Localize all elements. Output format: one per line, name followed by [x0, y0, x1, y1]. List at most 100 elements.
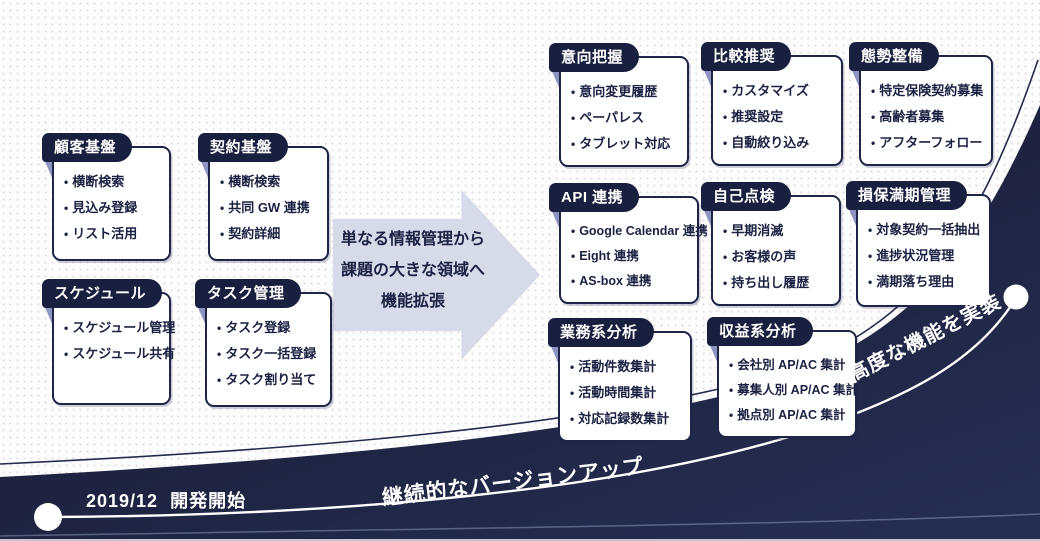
feature-box-compliance-readiness: 特定保険契約募集 高齢者募集 アフターフォロー 態勢整備	[849, 42, 993, 166]
timeline-curve	[47, 297, 1018, 519]
feature-tab-customer-base: 顧客基盤	[42, 133, 133, 162]
feature-item: ペーパレス	[571, 105, 679, 131]
feature-item: 対象契約一括抽出	[868, 217, 981, 243]
feature-panel: 早期消滅 お客様の声 持ち出し履歴	[711, 195, 841, 306]
feature-box-nonlife-maturity-management: 対象契約一括抽出 進捗状況管理 満期落ち理由 損保満期管理	[846, 181, 991, 307]
feature-box-customer-base: 横断検索 見込み登録 リスト活用 顧客基盤	[42, 133, 171, 261]
feature-tab-schedule: スケジュール	[42, 279, 162, 308]
feature-item: タスク登録	[217, 315, 322, 341]
fold-decoration	[848, 207, 857, 228]
feature-box-self-inspection: 早期消滅 お客様の声 持ち出し履歴 自己点検	[701, 182, 841, 306]
feature-item: 募集人別 AP/AC 集計	[729, 378, 858, 403]
feature-item: 拠点別 AP/AC 集計	[729, 403, 847, 428]
arrow-line-1: 単なる情報管理から	[340, 231, 485, 248]
fold-decoration	[703, 208, 712, 229]
bottom-accent-curve	[0, 513, 1040, 537]
feature-box-task-management: タスク登録 タスク一括登録 タスク割り当て タスク管理	[195, 279, 332, 407]
feature-item-list: 早期消滅 お客様の声 持ち出し履歴	[723, 218, 831, 296]
feature-item: 活動時間集計	[570, 380, 682, 406]
feature-item: お客様の声	[723, 244, 831, 270]
feature-box-operations-analysis: 活動件数集計 活動時間集計 対応記録数集計 業務系分析	[548, 318, 692, 442]
feature-item-list: スケジュール管理 スケジュール共有	[64, 315, 175, 367]
feature-panel: 会社別 AP/AC 集計 募集人別 AP/AC 集計 拠点別 AP/AC 集計	[717, 330, 858, 438]
feature-box-contract-base: 横断検索 共同 GW 連携 契約詳細 契約基盤	[198, 133, 329, 261]
feature-item: 自動絞り込み	[723, 130, 833, 156]
feature-box-intent-tracking: 意向変更履歴 ペーパレス タブレット対応 意向把握	[549, 43, 689, 167]
feature-panel: タスク登録 タスク一括登録 タスク割り当て	[205, 292, 332, 407]
feature-item-list: 横断検索 共同 GW 連携 契約詳細	[220, 169, 319, 247]
feature-item: 特定保険契約募集	[871, 78, 983, 104]
feature-tab-contract-base: 契約基盤	[198, 133, 289, 162]
feature-tab-nonlife-maturity-management: 損保満期管理	[846, 181, 968, 210]
feature-panel: 横断検索 見込み登録 リスト活用	[52, 146, 171, 261]
feature-panel: スケジュール管理 スケジュール共有	[52, 292, 175, 405]
feature-item: カスタマイズ	[723, 78, 833, 104]
feature-tab-operations-analysis: 業務系分析	[548, 318, 654, 347]
feature-item-list: 活動件数集計 活動時間集計 対応記録数集計	[570, 354, 682, 432]
bottom-edge-strip	[0, 539, 1040, 541]
feature-panel: Google Calendar 連携 Eight 連携 AS-box 連携	[559, 196, 708, 304]
feature-tab-api-integration: API 連携	[549, 183, 640, 212]
feature-tab-task-management: タスク管理	[195, 279, 301, 308]
feature-item: 持ち出し履歴	[723, 270, 831, 296]
feature-item: タスク割り当て	[217, 367, 322, 393]
feature-panel: 活動件数集計 活動時間集計 対応記録数集計	[558, 331, 692, 442]
feature-tab-self-inspection: 自己点検	[701, 182, 792, 211]
feature-panel: カスタマイズ 推奨設定 自動絞り込み	[711, 55, 843, 166]
feature-item: 意向変更履歴	[571, 79, 679, 105]
feature-tab-intent-tracking: 意向把握	[549, 43, 640, 72]
fold-decoration	[703, 68, 712, 89]
feature-item: アフターフォロー	[871, 130, 983, 156]
fold-decoration	[851, 68, 860, 89]
feature-item: 推奨設定	[723, 104, 833, 130]
feature-panel: 対象契約一括抽出 進捗状況管理 満期落ち理由	[856, 194, 991, 307]
feature-item: 進捗状況管理	[868, 243, 981, 269]
feature-tab-revenue-analysis: 収益系分析	[707, 317, 813, 346]
feature-item-list: 会社別 AP/AC 集計 募集人別 AP/AC 集計 拠点別 AP/AC 集計	[729, 353, 858, 428]
feature-box-schedule: スケジュール管理 スケジュール共有 スケジュール	[42, 279, 175, 405]
feature-item: Eight 連携	[571, 244, 689, 269]
feature-item: 共同 GW 連携	[220, 195, 319, 221]
feature-item-list: Google Calendar 連携 Eight 連携 AS-box 連携	[571, 219, 708, 294]
feature-item: 横断検索	[64, 169, 161, 195]
fold-decoration	[709, 343, 718, 364]
feature-panel: 特定保険契約募集 高齢者募集 アフターフォロー	[859, 55, 993, 166]
fold-decoration	[551, 209, 560, 230]
feature-item: 見込み登録	[64, 195, 161, 221]
feature-item: 高齢者募集	[871, 104, 983, 130]
fold-decoration	[44, 159, 53, 180]
timeline-start-dot	[34, 503, 62, 531]
feature-item: 活動件数集計	[570, 354, 682, 380]
arrow-line-3: 機能拡張	[380, 293, 445, 311]
expansion-arrow-text: 単なる情報管理から 課題の大きな領域へ 機能拡張	[336, 224, 490, 318]
timeline-end-dot	[1003, 284, 1029, 310]
feature-box-comparison-recommendation: カスタマイズ 推奨設定 自動絞り込み 比較推奨	[701, 42, 843, 166]
feature-box-api-integration: Google Calendar 連携 Eight 連携 AS-box 連携 AP…	[549, 183, 708, 304]
feature-item-list: 特定保険契約募集 高齢者募集 アフターフォロー	[871, 78, 983, 156]
fold-decoration	[197, 305, 206, 326]
arrow-line-2: 課題の大きな領域へ	[340, 262, 485, 280]
feature-box-revenue-analysis: 会社別 AP/AC 集計 募集人別 AP/AC 集計 拠点別 AP/AC 集計 …	[707, 317, 858, 438]
feature-item-list: カスタマイズ 推奨設定 自動絞り込み	[723, 78, 833, 156]
feature-item: 契約詳細	[220, 221, 319, 247]
feature-tab-compliance-readiness: 態勢整備	[849, 42, 940, 71]
feature-item: 横断検索	[220, 169, 319, 195]
feature-item: 対応記録数集計	[570, 406, 682, 432]
feature-item-list: タスク登録 タスク一括登録 タスク割り当て	[217, 315, 322, 393]
feature-item-list: 横断検索 見込み登録 リスト活用	[64, 169, 161, 247]
feature-item-list: 対象契約一括抽出 進捗状況管理 満期落ち理由	[868, 217, 981, 295]
feature-item: スケジュール管理	[64, 315, 175, 341]
fold-decoration	[200, 159, 209, 180]
feature-item: 早期消滅	[723, 218, 831, 244]
feature-item: リスト活用	[64, 221, 161, 247]
feature-tab-comparison-recommendation: 比較推奨	[701, 42, 792, 71]
feature-item-list: 意向変更履歴 ペーパレス タブレット対応	[571, 79, 679, 157]
feature-item: 満期落ち理由	[868, 269, 981, 295]
feature-item: AS-box 連携	[571, 269, 689, 294]
feature-item: 会社別 AP/AC 集計	[729, 353, 847, 378]
feature-panel: 意向変更履歴 ペーパレス タブレット対応	[559, 56, 689, 167]
feature-item: タスク一括登録	[217, 341, 322, 367]
timeline-start-label: 2019/12 開発開始	[86, 491, 247, 511]
feature-item: タブレット対応	[571, 131, 679, 157]
